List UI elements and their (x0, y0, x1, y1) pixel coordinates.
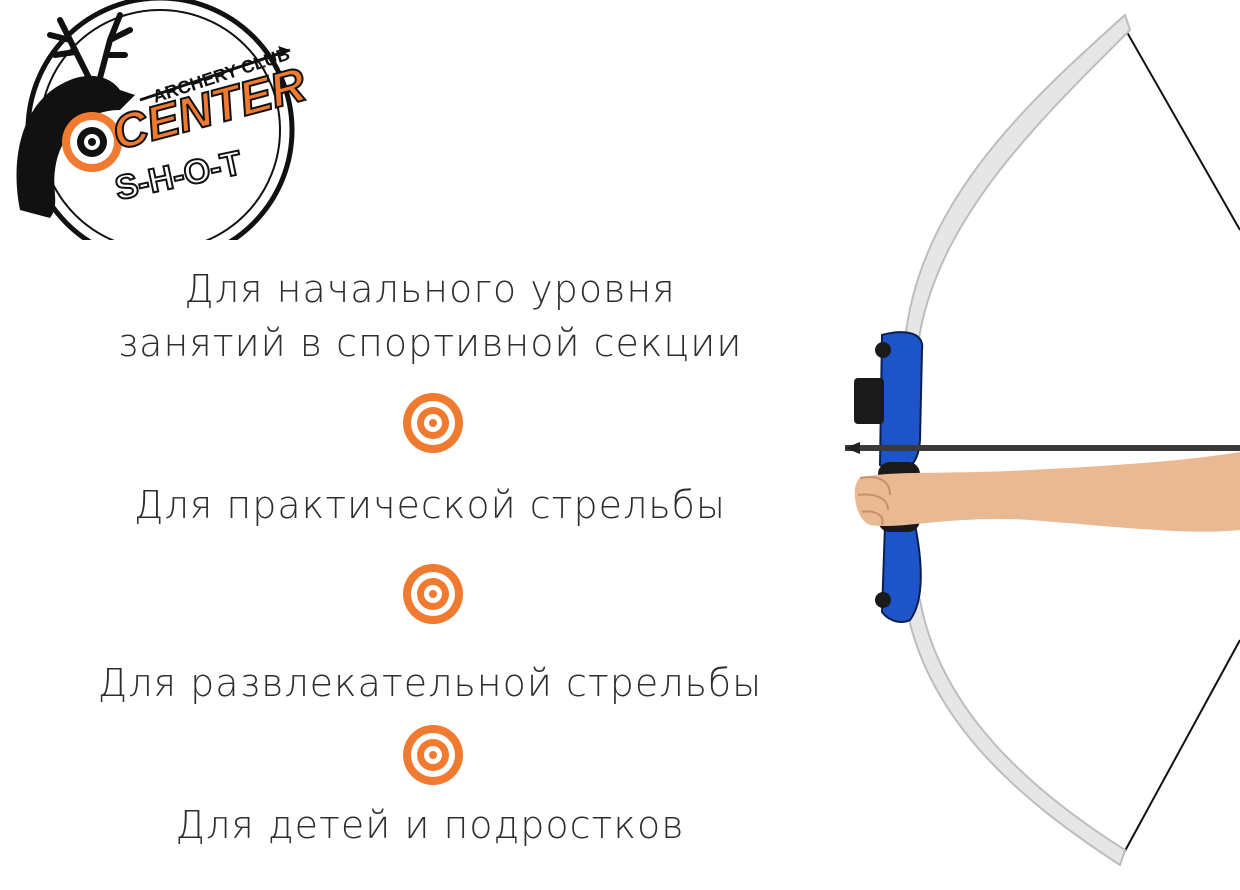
feature-line: Для детей и подростков (175, 803, 685, 847)
bow-lower-limb (903, 599, 1127, 867)
feature-line: Для практической стрельбы (134, 483, 726, 527)
target-icon (401, 562, 465, 626)
feature-text-kids: Для детей и подростков (80, 798, 780, 852)
feature-line: Для развлекательной стрельбы (97, 661, 763, 705)
target-icon-graphic (403, 725, 463, 785)
club-logo: ARCHERY CLUB CENTER S-H-O-T (0, 0, 320, 240)
bow-graphic (845, 13, 1240, 867)
bow-upper-limb (903, 13, 1132, 347)
arrow-rest (854, 378, 884, 424)
arrow-shaft (845, 445, 1240, 451)
target-icon-graphic (403, 564, 463, 624)
archer-arm (854, 452, 1240, 532)
bow-riser-lower (880, 524, 922, 623)
logo-graphic: ARCHERY CLUB CENTER S-H-O-T (16, 0, 313, 240)
feature-text-entertainment: Для развлекательной стрельбы (80, 656, 780, 710)
archer-fingers (857, 476, 891, 526)
bow-illustration (830, 0, 1240, 890)
feature-line: Для начального уровня (184, 267, 676, 311)
feature-text-beginner: Для начального уровня занятий в спортивн… (80, 262, 780, 370)
arrow-tip (845, 442, 860, 454)
feature-line: занятий в спортивной секции (117, 321, 743, 365)
target-icon (401, 723, 465, 787)
bow-string (1119, 19, 1240, 861)
target-icon-graphic (403, 393, 463, 453)
feature-text-practical: Для практической стрельбы (80, 478, 780, 532)
target-icon (401, 391, 465, 455)
